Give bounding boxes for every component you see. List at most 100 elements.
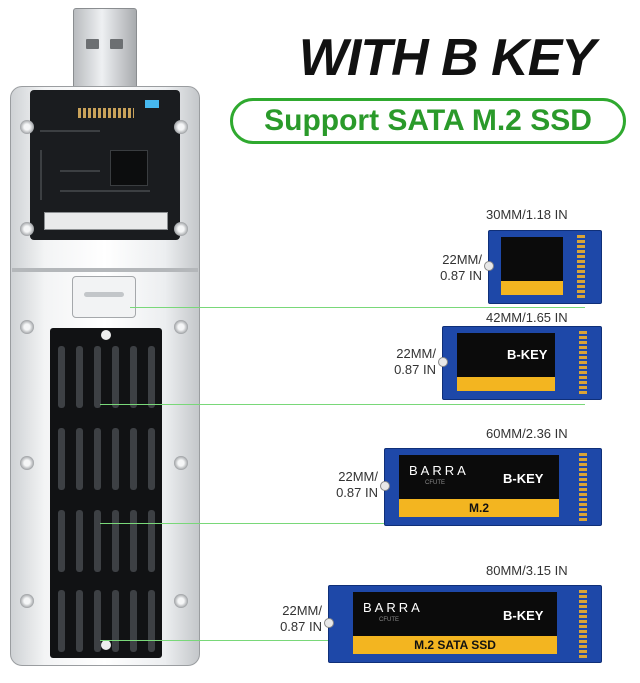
width-label-line2: 0.87 IN (440, 268, 482, 283)
screw-icon (174, 594, 188, 608)
screw-icon (174, 222, 188, 236)
ssd-label-stripe (501, 281, 563, 295)
mount-notch (380, 481, 390, 491)
ssd-brand: BARRA (409, 463, 469, 478)
ssd-contacts (579, 453, 587, 521)
screw-icon (20, 222, 34, 236)
width-label-line2: 0.87 IN (394, 362, 436, 377)
screw-icon (20, 320, 34, 334)
heatsink-fin (76, 510, 83, 572)
heatsink-fin (112, 346, 119, 408)
ssd-stripe-text: M.2 (468, 501, 489, 515)
usb-contact-hole (110, 39, 123, 49)
ssd-contacts (577, 235, 585, 299)
support-badge: Support SATA M.2 SSD (230, 98, 626, 144)
pcb-trace (60, 190, 150, 192)
ssd-brand-sub: CFUTE (379, 617, 399, 623)
heatsink (50, 328, 162, 658)
ssd-board: B-KEY (438, 326, 602, 400)
ssd-brand-sub: CFUTE (425, 480, 445, 486)
mount-notch (324, 618, 334, 628)
ssd-label-stripe (399, 499, 559, 517)
pcb-trace (40, 130, 100, 132)
heatsink-fin (112, 510, 119, 572)
heatsink-fin (94, 428, 101, 490)
case-seam (12, 268, 198, 272)
heatsink-fin (76, 428, 83, 490)
length-label: 60MM/2.36 IN (486, 426, 568, 441)
width-label-line2: 0.87 IN (336, 485, 378, 500)
heatsink-screw-icon (101, 330, 111, 340)
support-text: Support SATA M.2 SSD (264, 104, 592, 137)
heatsink-fin (112, 428, 119, 490)
ssd-label (457, 333, 555, 377)
screw-icon (174, 456, 188, 470)
ssd-key-text: B-KEY (503, 471, 544, 486)
heatsink-screw-icon (101, 640, 111, 650)
ssd-key-text: B-KEY (503, 608, 544, 623)
guide-line (100, 523, 585, 524)
ssd-board: BARRA CFUTE B-KEY M.2 (380, 448, 602, 526)
heatsink-fin (76, 346, 83, 408)
heatsink-fin (148, 510, 155, 572)
ssd-key-text: B-KEY (507, 347, 548, 362)
mount-notch (438, 357, 448, 367)
heatsink-fin (94, 510, 101, 572)
ssd-label (399, 455, 559, 499)
controller-chip (110, 150, 148, 186)
length-label: 42MM/1.65 IN (486, 310, 568, 325)
screw-icon (174, 120, 188, 134)
m2-slot (44, 212, 168, 230)
heatsink-fin (76, 590, 83, 652)
width-label: 22MM/ 0.87 IN (312, 469, 378, 501)
mount-notch (484, 261, 494, 271)
ssd-label (501, 237, 563, 281)
latch (72, 276, 136, 318)
heatsink-fin (148, 590, 155, 652)
heatsink-fin (130, 510, 137, 572)
ssd-contacts (579, 590, 587, 658)
screw-icon (174, 320, 188, 334)
pcb-pads (78, 108, 134, 118)
activity-led (145, 100, 159, 108)
width-label: 22MM/ 0.87 IN (420, 252, 482, 284)
screw-icon (20, 120, 34, 134)
screw-icon (20, 456, 34, 470)
length-label: 30MM/1.18 IN (486, 207, 568, 222)
heatsink-fin (130, 428, 137, 490)
screw-icon (20, 594, 34, 608)
ssd-stripe-text: M.2 SATA SSD (414, 638, 496, 652)
ssd-board (484, 230, 602, 304)
pcb-trace (40, 150, 42, 200)
ssd-board: BARRA CFUTE B-KEY M.2 SATA SSD (324, 585, 602, 663)
ssd-contacts (579, 331, 587, 395)
width-label: 22MM/ 0.87 IN (370, 346, 436, 378)
heatsink-fin (130, 590, 137, 652)
width-label-line1: 22MM/ (338, 469, 378, 484)
width-label-line1: 22MM/ (442, 252, 482, 267)
usb-contact-hole (86, 39, 99, 49)
heatsink-fin (148, 428, 155, 490)
ssd-label (353, 592, 557, 636)
ssd-label-stripe (353, 636, 557, 654)
heatsink-fin (112, 590, 119, 652)
usb-plug (73, 8, 137, 90)
ssd-brand: BARRA (363, 600, 423, 615)
length-label: 80MM/3.15 IN (486, 563, 568, 578)
latch-bar (84, 292, 124, 297)
heatsink-fin (58, 346, 65, 408)
ssd-label-stripe (457, 377, 555, 391)
guide-line (130, 307, 585, 308)
heatsink-fin (58, 428, 65, 490)
heatsink-fin (94, 346, 101, 408)
heatsink-fin (130, 346, 137, 408)
width-label-line1: 22MM/ (396, 346, 436, 361)
width-label-line1: 22MM/ (282, 603, 322, 618)
heatsink-fin (58, 510, 65, 572)
heatsink-fin (94, 590, 101, 652)
headline: WITH B KEY (298, 29, 596, 87)
heatsink-fin (58, 590, 65, 652)
pcb-trace (60, 170, 100, 172)
heatsink-fin (148, 346, 155, 408)
width-label-line2: 0.87 IN (280, 619, 322, 634)
